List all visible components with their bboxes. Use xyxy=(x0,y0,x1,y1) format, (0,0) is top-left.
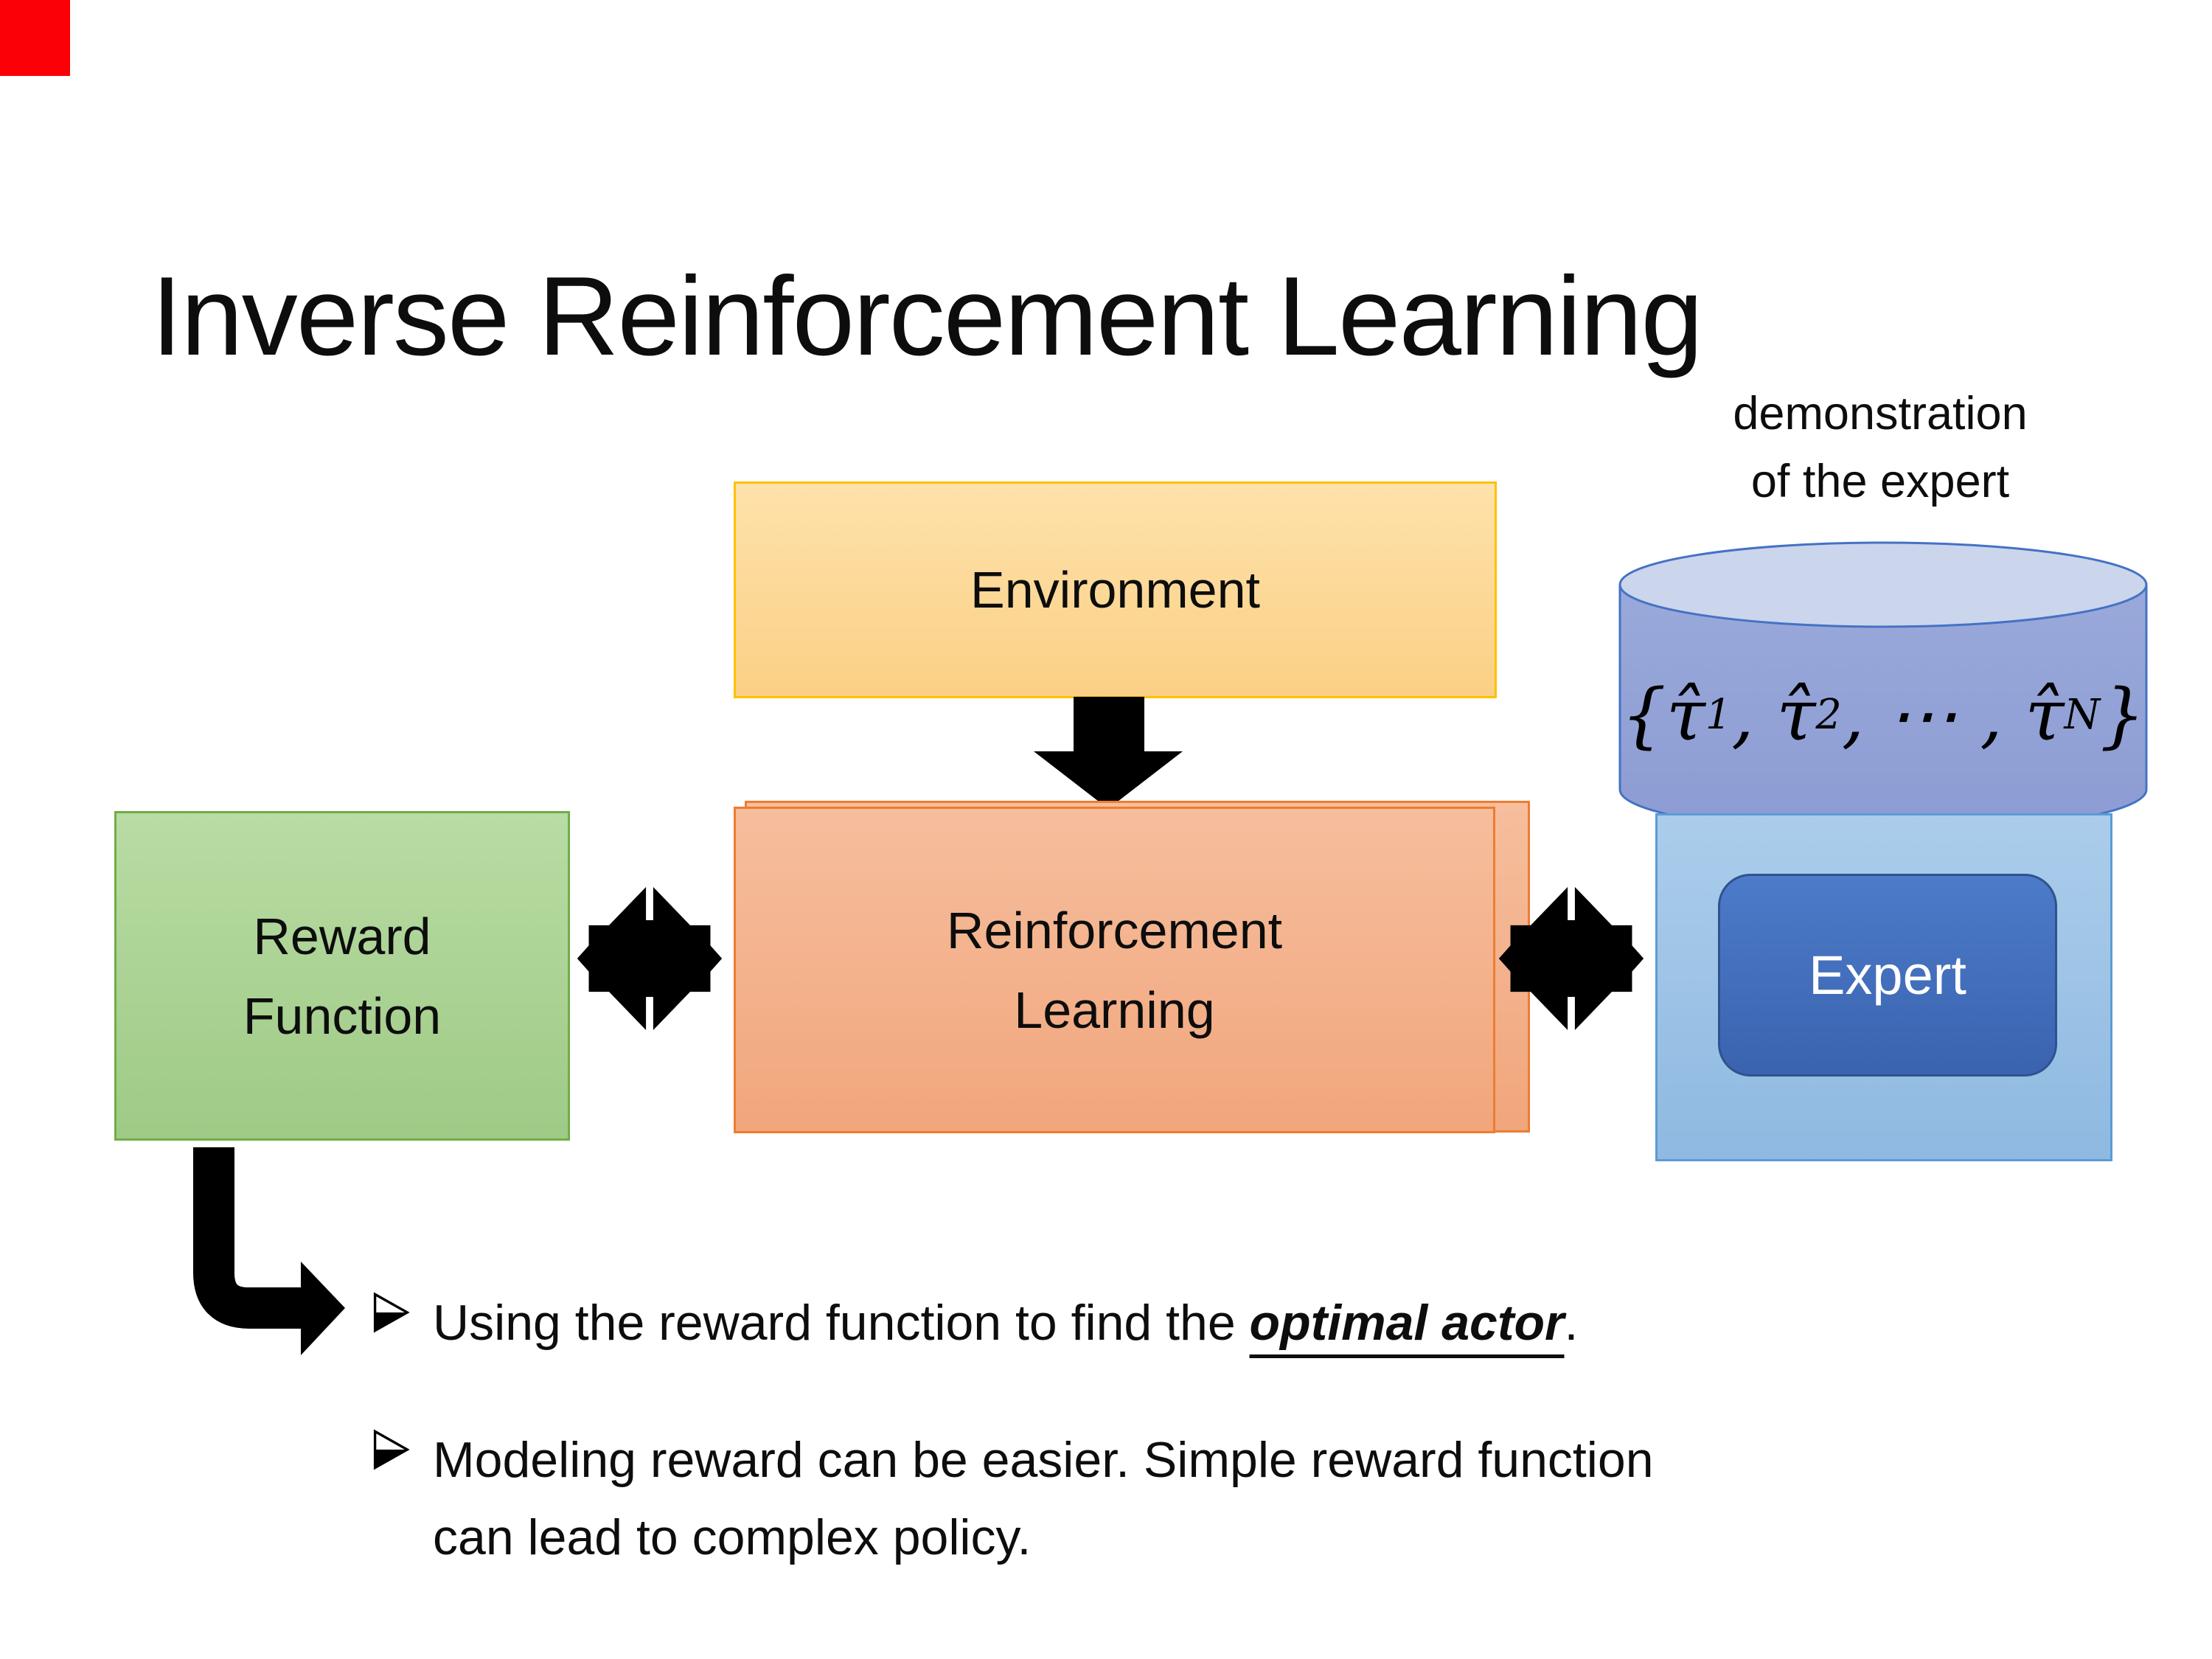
reward-function-box: Reward Function xyxy=(114,811,570,1141)
page-title: Inverse Reinforcement Learning xyxy=(151,253,1703,379)
environment-box: Environment xyxy=(734,481,1497,698)
reward-label-line1: Reward xyxy=(253,907,431,965)
bullet-arrow-icon xyxy=(373,1292,410,1333)
rl-label-line2: Learning xyxy=(1014,981,1215,1039)
bullet-item-2: Modeling reward can be easier. Simple re… xyxy=(372,1422,1701,1576)
bullet-1-emphasis: optimal actor xyxy=(1249,1295,1565,1351)
reward-label-line2: Function xyxy=(243,987,442,1045)
rl-label-line1: Reinforcement xyxy=(946,901,1283,959)
expert-label: Expert xyxy=(1809,945,1966,1006)
expert-box: Expert xyxy=(1718,874,2057,1077)
double-arrow-rl-expert-icon xyxy=(1498,879,1644,1038)
demonstration-label-line2: of the expert xyxy=(1750,456,2010,507)
demonstration-label: demonstration of the expert xyxy=(1585,380,2175,515)
bullet-text-1: Using the reward function to find the op… xyxy=(433,1284,1578,1362)
down-arrow-icon xyxy=(1034,697,1183,809)
bent-arrow-icon xyxy=(193,1147,345,1355)
environment-label: Environment xyxy=(970,561,1260,619)
database-cylinder-icon xyxy=(1618,541,2148,834)
bullet-1-post: . xyxy=(1564,1295,1579,1351)
trajectory-formula: {τ̂1, τ̂2, ⋯ , τ̂N} xyxy=(1621,674,2146,757)
demonstration-label-line1: demonstration xyxy=(1733,388,2028,439)
reinforcement-learning-box: Reinforcement Learning xyxy=(734,807,1495,1133)
bullet-item-1: Using the reward function to find the op… xyxy=(372,1284,1578,1362)
bullet-1-pre: Using the reward function to find the xyxy=(433,1295,1250,1351)
bullet-text-2: Modeling reward can be easier. Simple re… xyxy=(433,1432,1654,1565)
double-arrow-reward-rl-icon xyxy=(577,879,723,1038)
bullet-arrow-icon xyxy=(373,1429,410,1470)
red-corner-marker xyxy=(0,0,70,76)
